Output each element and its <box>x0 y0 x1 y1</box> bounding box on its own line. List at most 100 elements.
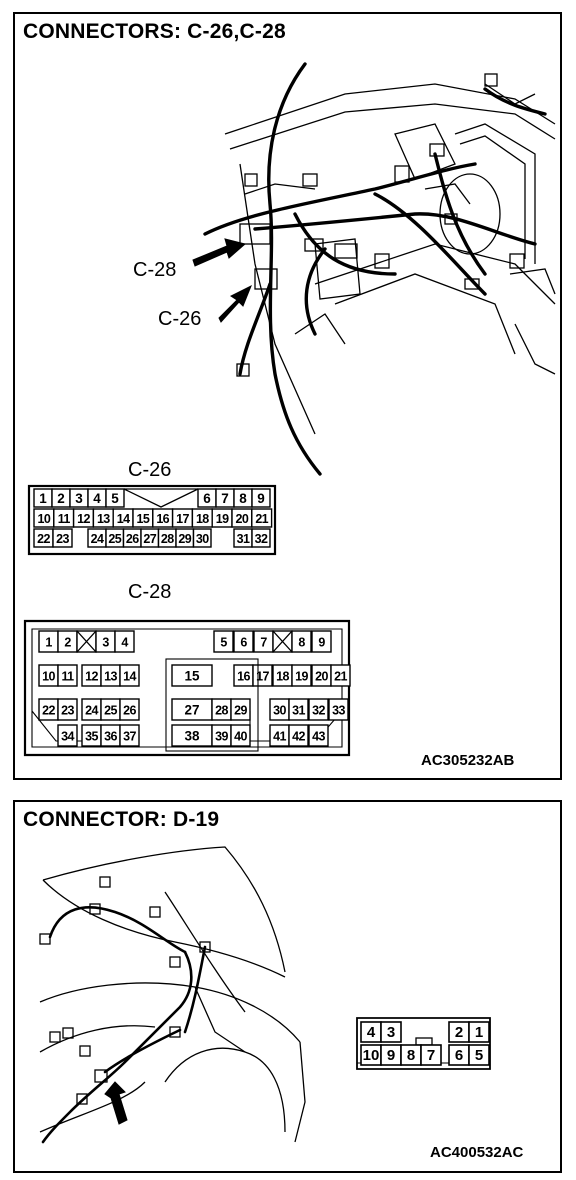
pin-cavity: 2 <box>57 630 78 653</box>
pin-label: 4 <box>121 636 128 650</box>
pin-cavity: 24 <box>81 698 102 721</box>
pin-label: 13 <box>97 512 110 526</box>
pin-cavity: 8 <box>291 630 312 653</box>
pin-label: 25 <box>108 532 121 546</box>
pin-label: 10 <box>363 1047 380 1064</box>
pin-cavity: 31 <box>288 698 309 721</box>
pin-cavity: 3 <box>380 1021 402 1043</box>
pin-cavity: 5 <box>468 1044 490 1066</box>
pin-label: 23 <box>56 532 69 546</box>
pin-label: 31 <box>292 704 305 718</box>
pin-label: 25 <box>104 704 117 718</box>
pin-cavity: 26 <box>122 528 142 548</box>
pin-cavity: 26 <box>119 698 140 721</box>
pin-label: 22 <box>42 704 55 718</box>
pin-label: 18 <box>276 670 289 684</box>
pin-cavity: 29 <box>230 698 251 721</box>
pin-label: 21 <box>334 670 347 684</box>
pin-cavity: 23 <box>52 528 73 548</box>
keyway-notch <box>123 488 199 508</box>
callout-c26: C-26 <box>158 308 202 330</box>
pin-label: 34 <box>61 730 74 744</box>
pin-cavity: 2 <box>51 488 71 508</box>
pin-cavity: 35 <box>81 724 102 747</box>
pin-cavity: 21 <box>330 664 351 687</box>
pin-label: 7 <box>221 491 229 506</box>
pin-cavity: 15 <box>132 508 154 528</box>
pin-cavity: 3 <box>95 630 116 653</box>
pin-label: 26 <box>126 532 139 546</box>
pin-label: 1 <box>39 491 47 506</box>
pin-cavity: 32 <box>251 528 271 548</box>
pin-label: 9 <box>387 1047 395 1064</box>
pin-cavity: 14 <box>112 508 134 528</box>
pin-label: 38 <box>184 729 200 744</box>
pin-label: 5 <box>111 491 119 506</box>
pin-cavity: 9 <box>251 488 271 508</box>
pin-cavity: 10 <box>33 508 55 528</box>
pin-cavity: 41 <box>269 724 290 747</box>
pin-label: 8 <box>298 636 305 650</box>
connector-label-c26: C-26 <box>128 459 172 481</box>
pin-cavity: 6 <box>233 630 254 653</box>
pin-label: 10 <box>42 670 55 684</box>
connector-d19-panel: CONNECTOR: D-19 <box>13 800 562 1173</box>
pin-label: 5 <box>220 636 227 650</box>
pin-label: 30 <box>273 704 286 718</box>
pin-label: 4 <box>93 491 101 506</box>
pin-label: 14 <box>117 512 130 526</box>
pin-label: 16 <box>156 512 169 526</box>
pin-cavity: 1 <box>468 1021 490 1043</box>
pin-label: 26 <box>123 704 136 718</box>
pin-label: 20 <box>315 670 328 684</box>
pin-cavity: 9 <box>380 1044 402 1066</box>
pin-cavity: 19 <box>211 508 233 528</box>
pin-cavity: 30 <box>192 528 212 548</box>
pin-label: 11 <box>58 512 71 526</box>
pin-cavity: 27 <box>171 698 213 721</box>
pin-cavity: 4 <box>114 630 135 653</box>
connector-label-c28: C-28 <box>128 581 172 603</box>
pin-cavity: 11 <box>53 508 75 528</box>
pin-label: 31 <box>237 532 250 546</box>
callout-c28: C-28 <box>133 259 177 281</box>
pin-cavity: 7 <box>253 630 274 653</box>
pin-label: 32 <box>255 532 268 546</box>
pin-cavity: 18 <box>191 508 213 528</box>
pin-label: 20 <box>236 512 249 526</box>
pin-cavity: 16 <box>152 508 174 528</box>
pin-cavity: 7 <box>420 1044 442 1066</box>
pin-label: 15 <box>184 669 200 684</box>
pin-cavity: 5 <box>105 488 125 508</box>
pin-cavity: 20 <box>311 664 332 687</box>
pin-label: 6 <box>203 491 211 506</box>
pin-label: 6 <box>240 636 247 650</box>
pin-label: 2 <box>57 491 65 506</box>
pin-label: 1 <box>475 1024 483 1041</box>
pin-cavity: 6 <box>197 488 217 508</box>
pin-cavity: 16 <box>233 664 254 687</box>
pin-cavity: 42 <box>288 724 309 747</box>
pin-label: 35 <box>85 730 98 744</box>
pin-label: 15 <box>137 512 150 526</box>
pin-label: 12 <box>85 670 98 684</box>
pin-cavity: 3 <box>69 488 89 508</box>
pin-cavity: 2 <box>448 1021 470 1043</box>
pin-cavity: 24 <box>87 528 107 548</box>
pin-cavity: 32 <box>308 698 329 721</box>
pin-label: 43 <box>312 730 325 744</box>
pin-label: 5 <box>475 1047 483 1064</box>
pin-label: 3 <box>75 491 83 506</box>
pin-label: 12 <box>77 512 90 526</box>
keyway-cross <box>76 630 97 653</box>
pin-cavity: 33 <box>328 698 349 721</box>
pin-cavity: 27 <box>140 528 160 548</box>
pin-label: 29 <box>178 532 191 546</box>
pin-label: 3 <box>387 1024 395 1041</box>
pin-cavity: 10 <box>360 1044 382 1066</box>
dashboard-wiring-illustration <box>192 62 556 476</box>
pin-label: 8 <box>407 1047 415 1064</box>
pin-cavity: 4 <box>87 488 107 508</box>
pin-label: 3 <box>102 636 109 650</box>
